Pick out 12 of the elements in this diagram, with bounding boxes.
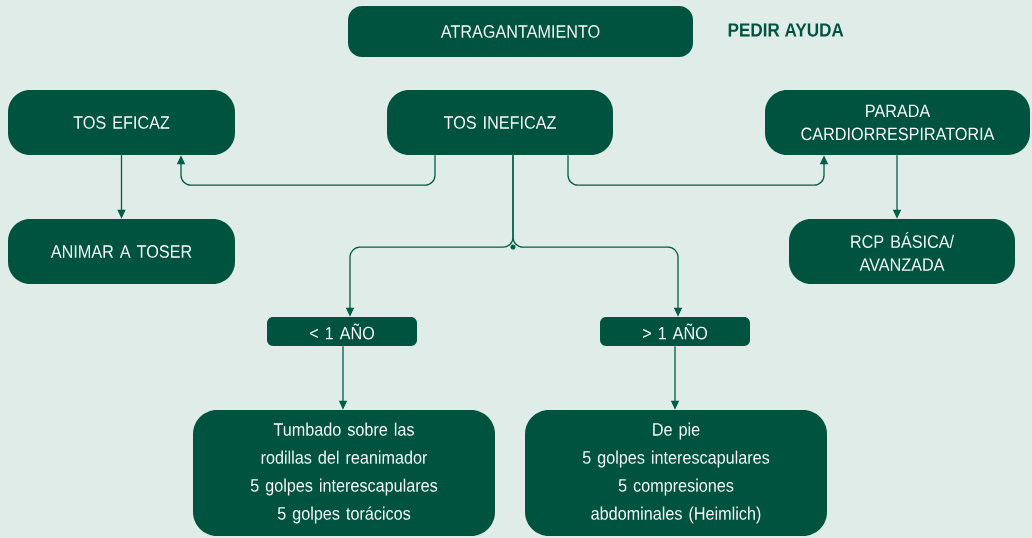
process-box: De pie 5 golpes interescapulares 5 compresiones abdominales (Heimlich) [525, 410, 827, 536]
process-box: Tumbado sobre las rodillas del reanimador 5 golpes interescapulares 5 golpes torácicos [193, 410, 495, 536]
condition-box: > 1 AÑO [600, 317, 750, 346]
process-box: ANIMAR A TOSER [8, 219, 235, 284]
process-box: RCP BÁSICA/ AVANZADA [789, 219, 1015, 284]
process-box: PARADA CARDIORRESPIRATORIA [765, 90, 1030, 155]
process-box: ATRAGANTAMIENTO [348, 6, 693, 57]
process-box: TOS INEFICAZ [387, 90, 613, 155]
condition-box: < 1 AÑO [267, 317, 417, 346]
note-text: PEDIR AYUDA [728, 23, 844, 37]
arrow [176, 154, 436, 186]
process-box: TOS EFICAZ [8, 90, 235, 155]
